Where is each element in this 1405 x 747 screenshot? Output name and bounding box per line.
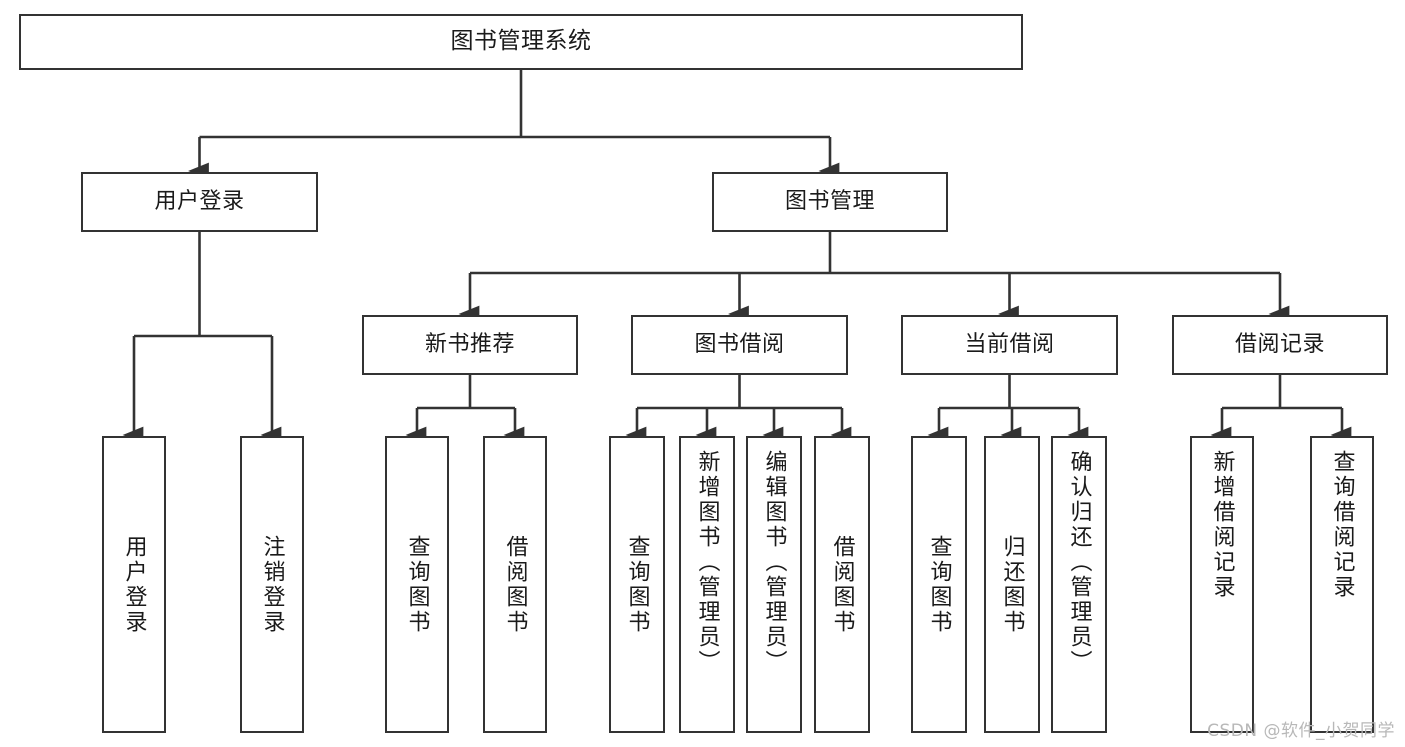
node-login[interactable]: 用户登录 [81, 172, 318, 232]
node-label: 编辑图书（管理员） [761, 450, 787, 675]
node-label: 图书管理系统 [450, 28, 592, 55]
node-l_re_query[interactable]: 查询借阅记录 [1310, 436, 1374, 733]
node-l_re_add[interactable]: 新增借阅记录 [1190, 436, 1254, 733]
edges [122, 70, 1352, 444]
node-label: 用户登录 [154, 188, 245, 214]
node-label: 图书借阅 [694, 331, 785, 357]
node-current[interactable]: 当前借阅 [901, 315, 1118, 375]
watermark: CSDN @软件_小贺同学 [1207, 721, 1395, 741]
node-borrow[interactable]: 图书借阅 [631, 315, 848, 375]
node-l_nb_borrow[interactable]: 借阅图书 [483, 436, 547, 733]
node-label: 查询借阅记录 [1329, 450, 1355, 600]
node-label: 查询图书 [624, 534, 650, 635]
node-l_login[interactable]: 用户登录 [102, 436, 166, 733]
node-label: 当前借阅 [964, 331, 1055, 357]
node-l_cu_confirm[interactable]: 确认归还（管理员） [1051, 436, 1107, 733]
node-label: 查询图书 [926, 534, 952, 635]
node-l_bo_edit[interactable]: 编辑图书（管理员） [746, 436, 802, 733]
node-label: 借阅图书 [502, 534, 528, 635]
node-l_bo_add[interactable]: 新增图书（管理员） [679, 436, 735, 733]
node-label: 借阅记录 [1234, 331, 1325, 357]
node-label: 图书管理 [784, 188, 875, 214]
node-label: 确认归还（管理员） [1066, 450, 1092, 675]
node-label: 归还图书 [999, 534, 1025, 635]
node-label: 新增借阅记录 [1209, 450, 1235, 600]
node-bookmgmt[interactable]: 图书管理 [712, 172, 948, 232]
node-root[interactable]: 图书管理系统 [19, 14, 1023, 70]
node-l_cu_return[interactable]: 归还图书 [984, 436, 1040, 733]
node-l_nb_query[interactable]: 查询图书 [385, 436, 449, 733]
node-label: 借阅图书 [829, 534, 855, 635]
node-label: 注销登录 [259, 534, 285, 635]
node-label: 用户登录 [121, 534, 147, 635]
node-l_bo_query[interactable]: 查询图书 [609, 436, 665, 733]
node-label: 新增图书（管理员） [694, 450, 720, 675]
node-records[interactable]: 借阅记录 [1172, 315, 1388, 375]
node-l_cu_query[interactable]: 查询图书 [911, 436, 967, 733]
node-newbook[interactable]: 新书推荐 [362, 315, 578, 375]
node-label: 查询图书 [404, 534, 430, 635]
node-label: 新书推荐 [424, 331, 515, 357]
node-l_bo_lend[interactable]: 借阅图书 [814, 436, 870, 733]
node-l_logout[interactable]: 注销登录 [240, 436, 304, 733]
